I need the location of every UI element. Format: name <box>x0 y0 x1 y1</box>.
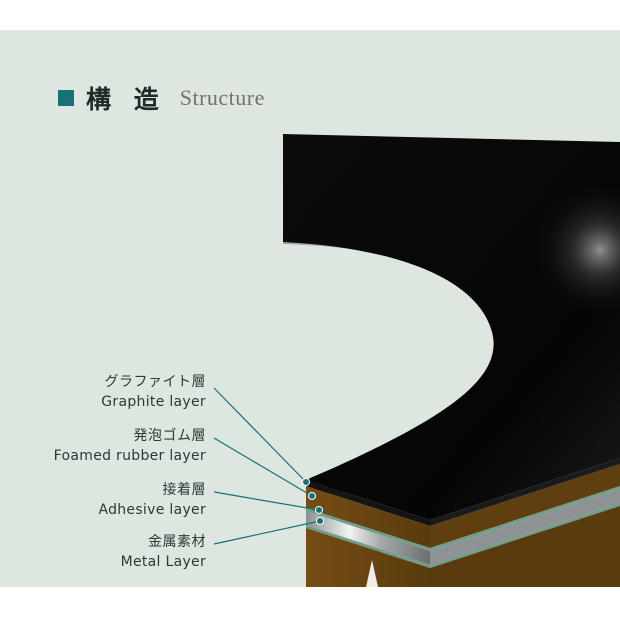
right-rubber-upper <box>430 464 620 548</box>
leader-dots <box>302 478 324 525</box>
front-rubber-lower <box>306 528 430 587</box>
label-adhesive-layer: 接着層 Adhesive layer <box>98 480 206 520</box>
leader-line-graphite <box>213 387 307 483</box>
right-graphite-edge <box>430 458 620 526</box>
title-square-icon <box>58 90 74 106</box>
label-metal-jp: 金属素材 <box>148 534 206 550</box>
right-rubber-lower <box>430 506 620 587</box>
structure-panel: 構 造 Structure グラファイト層 Graphite layer 発泡ゴ… <box>0 30 620 587</box>
dot-adhesive <box>315 506 323 514</box>
front-metal <box>306 511 430 565</box>
label-metal-layer: 金属素材 Metal Layer <box>121 532 206 572</box>
title-english: Structure <box>179 85 265 110</box>
label-graphite-layer: グラファイト層 Graphite layer <box>101 372 206 412</box>
front-adhesive-upper <box>306 508 430 551</box>
dot-graphite <box>302 478 310 486</box>
label-rubber-en: Foamed rubber layer <box>53 448 206 464</box>
label-adhesive-jp: 接着層 <box>162 482 206 498</box>
dot-metal <box>316 517 324 525</box>
label-rubber-layer: 発泡ゴム層 Foamed rubber layer <box>54 426 206 466</box>
leader-line-adhesive <box>213 491 320 511</box>
leader-line-rubber <box>213 437 313 497</box>
dot-rubber <box>308 492 316 500</box>
label-graphite-jp: グラファイト層 <box>104 374 206 390</box>
label-rubber-jp: 発泡ゴム層 <box>133 428 206 444</box>
label-graphite-en: Graphite layer <box>101 394 206 410</box>
title-japanese: 構 造 <box>86 85 166 114</box>
front-graphite-edge <box>306 480 430 526</box>
label-adhesive-en: Adhesive layer <box>98 502 206 518</box>
reflection-highlight <box>366 560 378 587</box>
graphite-shine <box>283 134 620 520</box>
layer-structure-diagram <box>213 134 620 587</box>
right-adhesive-upper <box>430 486 620 551</box>
front-rubber-upper <box>306 486 430 548</box>
label-metal-en: Metal Layer <box>120 554 206 570</box>
section-header: 構 造 Structure <box>58 82 265 114</box>
right-adhesive-lower <box>430 503 620 568</box>
right-metal <box>430 489 620 565</box>
front-layer-stack <box>306 458 620 587</box>
leader-line-metal <box>213 520 321 545</box>
leader-lines <box>213 387 321 545</box>
front-adhesive-lower <box>306 525 430 568</box>
